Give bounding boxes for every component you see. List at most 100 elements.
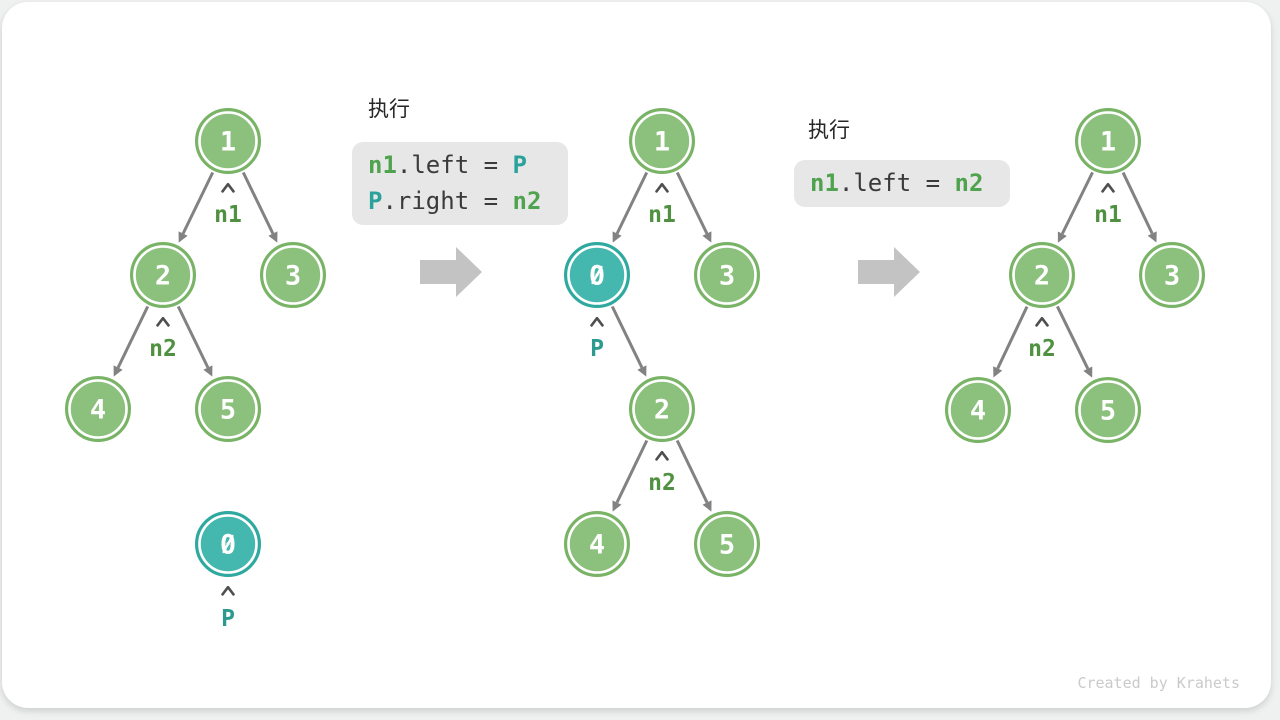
node-circle <box>195 376 261 442</box>
exec-label: 执行 <box>808 118 850 142</box>
edge-arrowhead-icon <box>1083 366 1093 378</box>
tree-node-1: 1 <box>629 108 695 174</box>
tree-before: 123450n1n2P <box>65 108 326 632</box>
node-circle <box>260 242 326 308</box>
node-inner-ring <box>697 514 757 574</box>
node-value: 1 <box>1100 127 1116 158</box>
code-token: .right = <box>382 187 513 215</box>
tree-node-3: 3 <box>1139 242 1205 308</box>
code-token: .left = <box>838 169 955 197</box>
tree-node-5: 5 <box>1075 377 1141 443</box>
caret-up-icon <box>221 585 235 596</box>
code-token: P <box>368 187 383 215</box>
tree-node-4: 4 <box>564 511 630 577</box>
tree-after: 1 2 3 4 5 n1 n2 <box>945 108 1205 443</box>
code-token: .left = <box>396 151 513 179</box>
edge-arrowhead-icon <box>612 500 622 512</box>
node-inner-ring <box>1012 245 1072 305</box>
node-inner-ring <box>263 245 323 305</box>
pointer-label-P: P <box>221 606 235 632</box>
code-token: n2 <box>954 169 984 197</box>
code-token: P <box>512 151 527 179</box>
edge-arrowhead-icon <box>993 366 1003 378</box>
tree-node-0: 0 <box>195 511 261 577</box>
edge-line <box>675 439 709 504</box>
caret-up-icon <box>156 316 170 327</box>
tree-node-2: 2 <box>1009 242 1075 308</box>
edge-line <box>1060 171 1094 235</box>
node-inner-ring <box>632 111 692 171</box>
node-circle <box>195 108 261 174</box>
pointer-label-n1: n1 <box>1094 202 1122 228</box>
pointer-label-n2: n2 <box>149 336 177 362</box>
node-inner-ring <box>198 379 258 439</box>
node-inner-ring <box>133 245 193 305</box>
code-snippet-box: n1.left = P P.right = n2 <box>352 142 568 225</box>
code-line: n1.left = n2 <box>810 165 1010 201</box>
edge-arrowhead-icon <box>637 365 647 377</box>
edge-line <box>615 439 649 504</box>
tree-node-5: 5 <box>694 511 760 577</box>
caret-up-icon <box>590 316 604 327</box>
node-circle <box>1139 242 1205 308</box>
node-value: 4 <box>90 395 106 426</box>
node-value: 1 <box>654 127 670 158</box>
exec-label: 执行 <box>368 97 410 121</box>
caret-up-icon <box>1101 182 1115 193</box>
node-value: 5 <box>220 395 236 426</box>
pointer-label-P: P <box>590 336 604 362</box>
edge-line <box>610 305 644 369</box>
caret-up-icon <box>655 182 669 193</box>
edge-arrowhead-icon <box>178 231 188 243</box>
node-inner-ring <box>697 245 757 305</box>
tree-node-3: 3 <box>260 242 326 308</box>
pointer-label-n2: n2 <box>1028 336 1056 362</box>
node-value: 5 <box>1100 396 1116 427</box>
tree-node-4: 4 <box>945 377 1011 443</box>
edge-line <box>116 305 150 369</box>
caret-up-icon <box>655 450 669 461</box>
node-value: 3 <box>719 261 735 292</box>
node-value: 1 <box>220 127 236 158</box>
code-line: n1.left = P <box>368 147 568 183</box>
edge-line <box>176 305 210 369</box>
edge-line <box>675 171 709 235</box>
node-circle <box>945 377 1011 443</box>
node-value: 4 <box>589 530 605 561</box>
edge-line <box>241 171 275 235</box>
node-inner-ring <box>68 379 128 439</box>
pointer-label-n1: n1 <box>648 202 676 228</box>
node-circle <box>1009 242 1075 308</box>
zero-slash <box>591 265 603 285</box>
node-circle <box>65 376 131 442</box>
edge-arrowhead-icon <box>612 231 622 243</box>
tree-node-2: 2 <box>130 242 196 308</box>
node-circle <box>564 511 630 577</box>
node-inner-ring <box>632 379 692 439</box>
code-token: n1 <box>810 169 839 197</box>
edge-arrowhead-icon <box>113 365 123 377</box>
zero-slash <box>222 534 234 554</box>
pointer-label-n2: n2 <box>648 470 676 496</box>
node-circle <box>694 511 760 577</box>
edge-arrowhead-icon <box>203 365 213 377</box>
node-value: 2 <box>1034 261 1050 292</box>
node-value: 2 <box>654 395 670 426</box>
edge-line <box>615 171 649 235</box>
transition-arrow-icon <box>420 247 482 297</box>
code-line: P.right = n2 <box>368 183 568 219</box>
edge-arrowhead-icon <box>1147 231 1157 243</box>
caret-up-icon <box>1035 316 1049 327</box>
tree-node-3: 3 <box>694 242 760 308</box>
code-token: n1 <box>368 151 397 179</box>
edge-arrowhead-icon <box>702 500 712 512</box>
tree-node-1: 1 <box>1075 108 1141 174</box>
caret-up-icon <box>221 182 235 193</box>
edge-arrowhead-icon <box>1057 231 1067 243</box>
transition-arrow-icon <box>858 247 920 297</box>
tree-node-4: 4 <box>65 376 131 442</box>
node-value: 5 <box>719 530 735 561</box>
node-circle <box>1075 108 1141 174</box>
node-value: 2 <box>155 261 171 292</box>
node-inner-ring <box>1142 245 1202 305</box>
